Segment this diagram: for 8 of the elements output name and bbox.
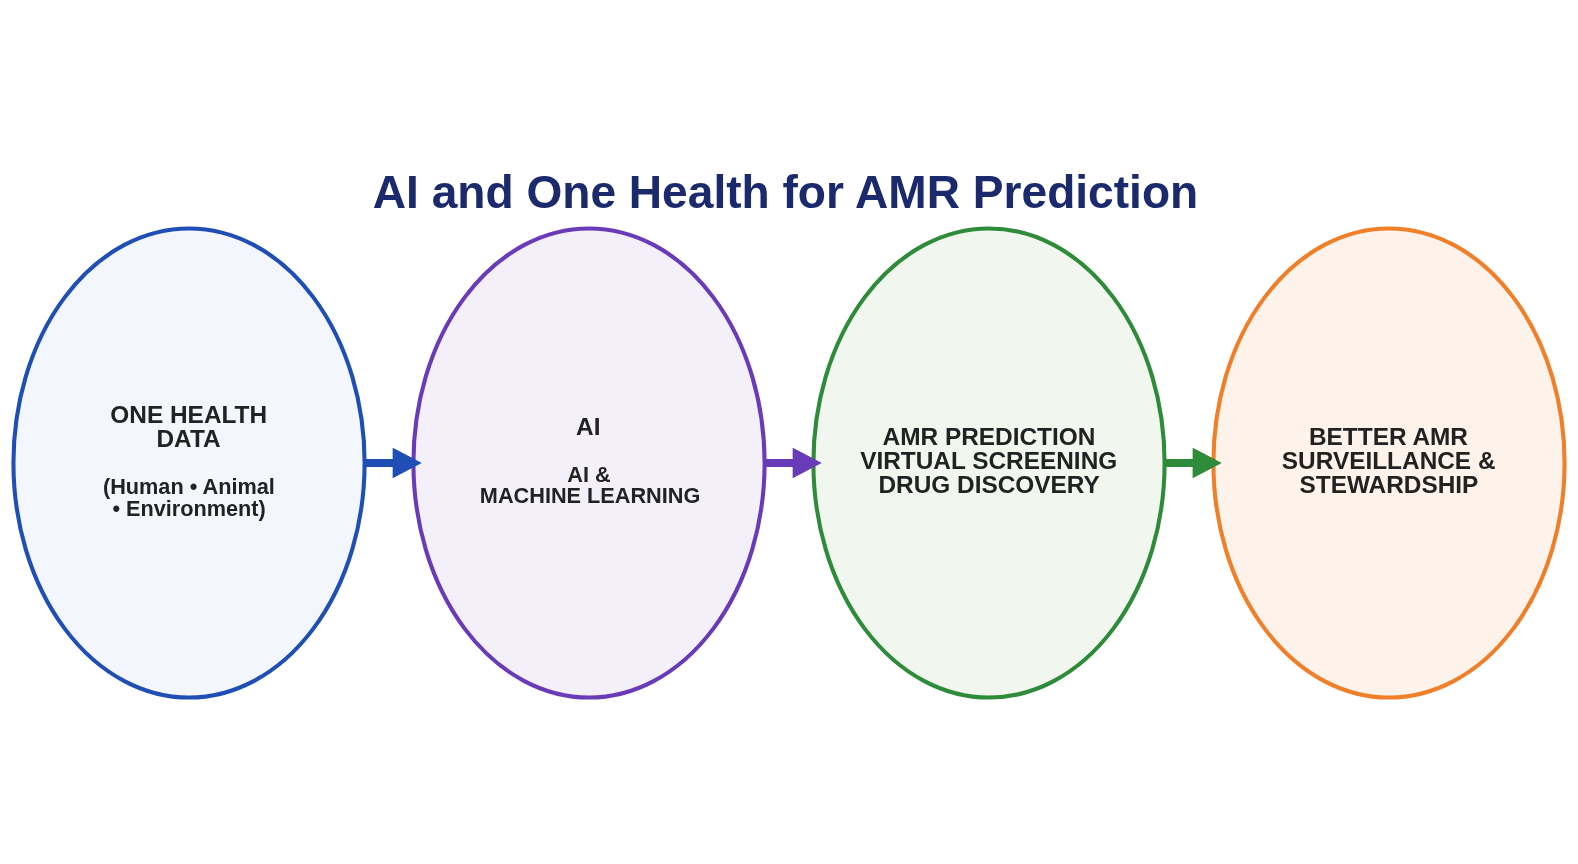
node-ellipse: AI AI & MACHINE LEARNING [411,225,767,700]
node-ellipse: ONE HEALTH DATA (Human • Animal • Environment) [11,225,367,700]
node-ellipse: AMR PREDICTION VIRTUAL SCREENING DRUG DISCOVERY [811,225,1167,700]
diagram-title: AI and One Health for AMR Prediction [372,165,1199,218]
arrow [364,447,422,478]
arrow [1164,447,1222,478]
node-ellipse: BETTER AMR SURVEILLANCE & STEWARDSHIP [1211,225,1567,700]
arrow [764,447,822,478]
